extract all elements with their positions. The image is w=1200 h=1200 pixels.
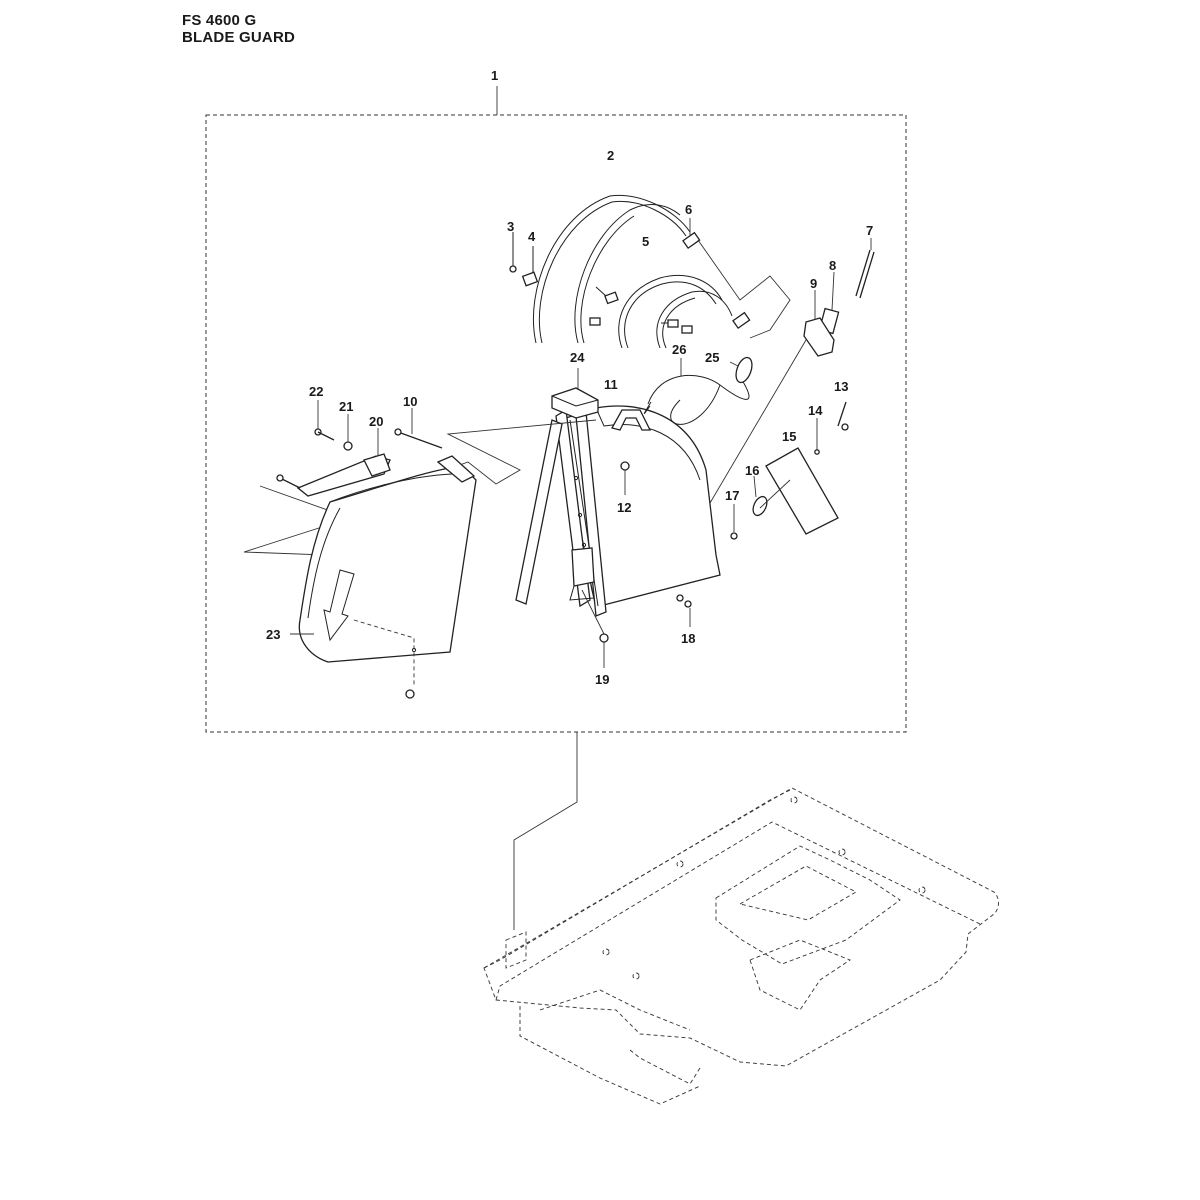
- lower-leader: [581, 589, 605, 635]
- callout-11: 11: [604, 377, 618, 392]
- frame-connection-line: [513, 732, 578, 930]
- callout-8: 8: [829, 258, 836, 273]
- part-23-front-guard[interactable]: [298, 455, 477, 663]
- machine-frame-reference: [483, 787, 999, 1105]
- part-16-washer[interactable]: [750, 475, 769, 518]
- callout-25: 25: [705, 350, 719, 365]
- part-19-nut[interactable]: [599, 633, 609, 668]
- part-4-clip[interactable]: [521, 246, 539, 287]
- part-2-cable[interactable]: [532, 194, 691, 344]
- callout-13: 13: [834, 379, 848, 394]
- callout-12: 12: [617, 500, 631, 515]
- hidden-line-front-guard: [353, 619, 415, 686]
- bracket-leader: [699, 339, 807, 521]
- part-26-safety-cable[interactable]: [643, 358, 750, 425]
- part-20-hinge-bracket[interactable]: [296, 428, 391, 497]
- part-10-bolt[interactable]: [394, 408, 443, 449]
- callout-2: 2: [607, 148, 614, 163]
- front-guard-nut[interactable]: [405, 689, 415, 699]
- callout-7: 7: [866, 223, 873, 238]
- callout-labels: 1 2 3 4 5 6 7 8 9 10 11 12 13 14 15 16 1…: [266, 68, 873, 687]
- callout-10: 10: [403, 394, 417, 409]
- callout-16: 16: [745, 463, 759, 478]
- bracket-screw[interactable]: [276, 474, 301, 489]
- part-18-nut[interactable]: [676, 594, 692, 627]
- callout-20: 20: [369, 414, 383, 429]
- part-15-side-cover[interactable]: [765, 447, 839, 535]
- part-9-bracket[interactable]: [803, 290, 835, 357]
- callout-19: 19: [595, 672, 609, 687]
- callout-14: 14: [808, 403, 823, 418]
- part-5-cable[interactable]: [618, 274, 733, 349]
- part-25-cable-loop[interactable]: [729, 355, 755, 384]
- side-cover-leader: [759, 479, 791, 509]
- part-12-nut[interactable]: [620, 461, 630, 495]
- part-13-screw[interactable]: [837, 401, 849, 431]
- part-6-cable-fitting[interactable]: [682, 231, 751, 330]
- model-title: FS 4600 G: [182, 12, 257, 29]
- cable-clips: [589, 286, 693, 334]
- part-22-screw[interactable]: [314, 400, 335, 441]
- callout-23: 23: [266, 627, 280, 642]
- callout-5: 5: [642, 234, 649, 249]
- part-7-pin[interactable]: [855, 238, 875, 299]
- callout-3: 3: [507, 219, 514, 234]
- callout-24: 24: [570, 350, 585, 365]
- callout-6: 6: [685, 202, 692, 217]
- assembly-boundary: [205, 114, 907, 733]
- callout-21: 21: [339, 399, 353, 414]
- callout-1: 1: [491, 68, 498, 83]
- callout-15: 15: [782, 429, 796, 444]
- part-14-washer[interactable]: [814, 418, 820, 455]
- callout-9: 9: [810, 276, 817, 291]
- callout-18: 18: [681, 631, 695, 646]
- part-11-blade-guard[interactable]: [515, 405, 721, 617]
- callout-4: 4: [528, 229, 536, 244]
- callout-26: 26: [672, 342, 686, 357]
- part-3-screw[interactable]: [509, 232, 517, 273]
- part-24-clamp-block[interactable]: [551, 368, 599, 419]
- callout-17: 17: [725, 488, 739, 503]
- callout-22: 22: [309, 384, 323, 399]
- part-17-nut[interactable]: [730, 504, 738, 540]
- section-title: BLADE GUARD: [182, 29, 296, 46]
- part-21-washer[interactable]: [343, 414, 353, 451]
- cable-routing: [697, 239, 791, 339]
